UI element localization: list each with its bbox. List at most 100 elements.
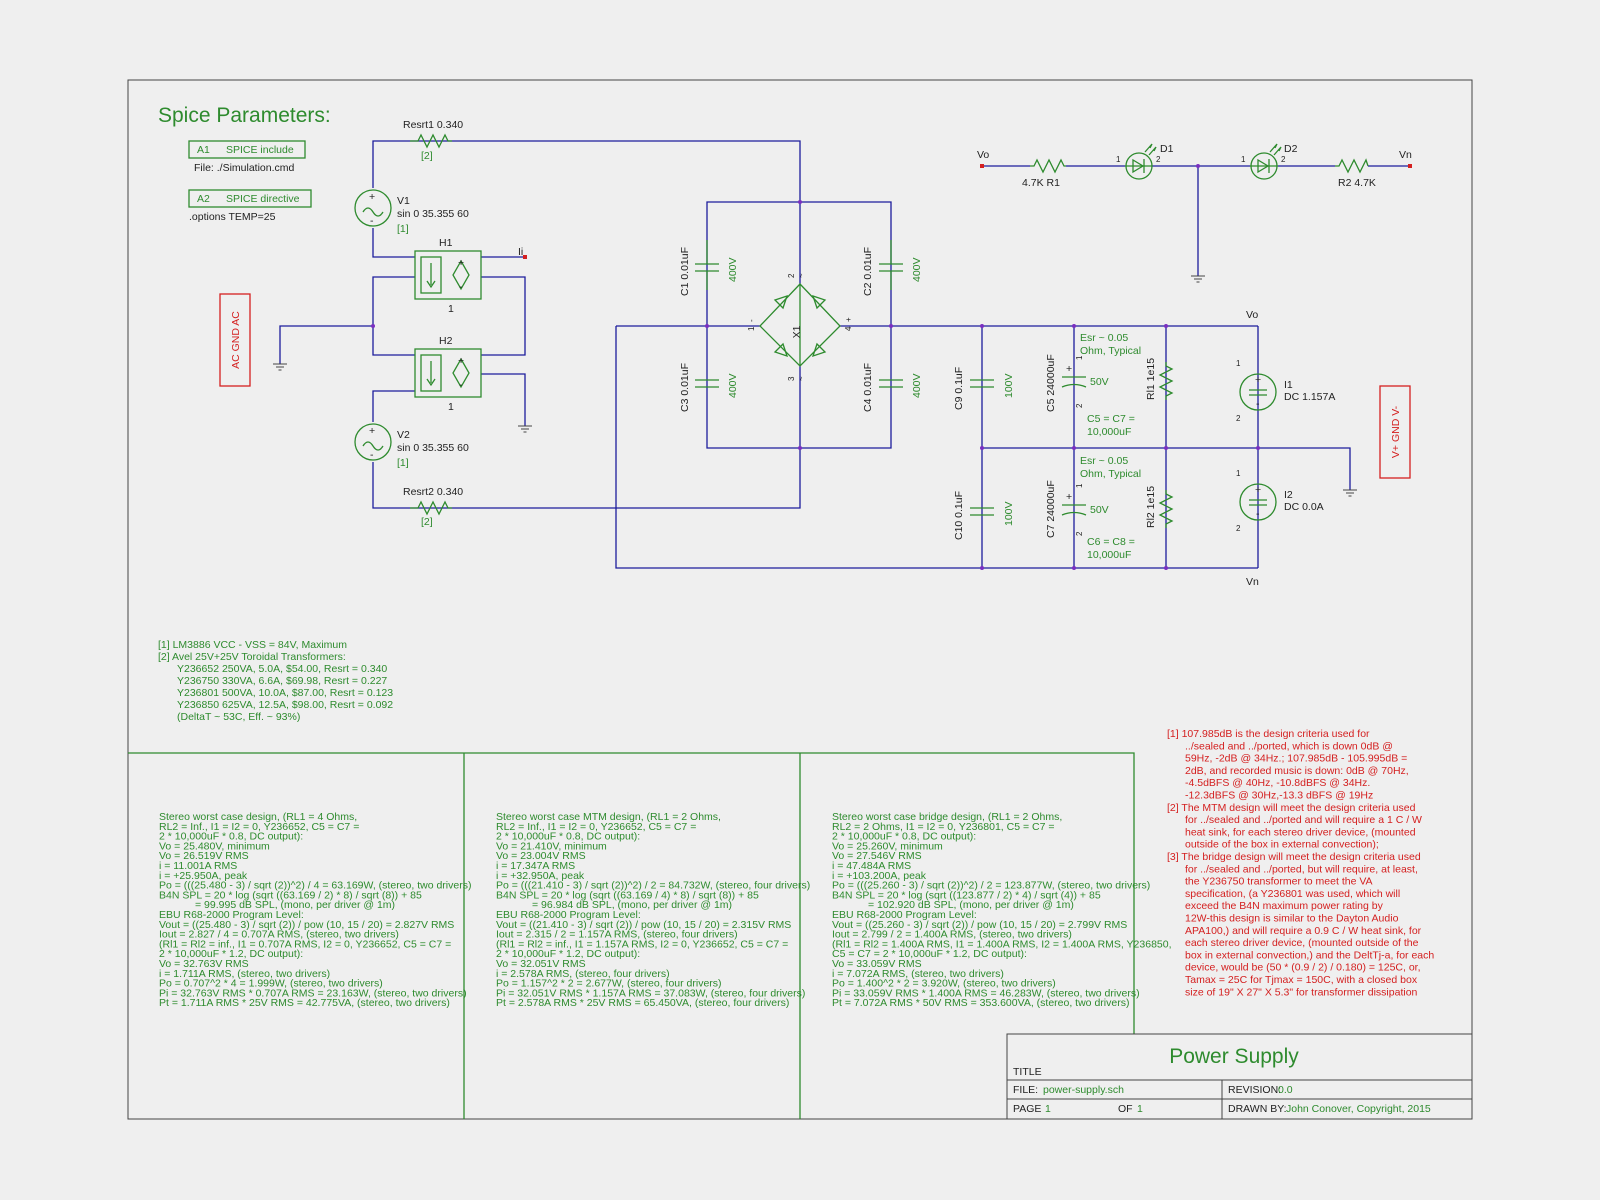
panel-stereo: Stereo worst case design, (RL1 = 4 Ohms,…	[159, 811, 471, 1009]
title-label: TITLE	[1013, 1066, 1042, 1078]
capacitor-c3: C3 0.01uF 400V	[679, 363, 739, 412]
resistor-rl1: Rl1 1e15	[1145, 358, 1174, 400]
resistor-resrt1: Resrt1 0.340 [2]	[403, 119, 463, 162]
ccvs-h2: + - H2 1	[414, 335, 482, 413]
text-line: Stereo worst case bridge design, (RL1 = …	[832, 811, 1062, 823]
text-line: i = 47.484A RMS	[832, 860, 911, 872]
panel-mtm: Stereo worst case MTM design, (RL1 = 2 O…	[496, 811, 810, 1009]
svg-text:DC 0.0A: DC 0.0A	[1284, 501, 1324, 513]
text-line: i = 1.711A RMS, (stereo, two drivers)	[159, 968, 330, 980]
svg-text:50V: 50V	[1090, 376, 1109, 388]
svg-text:Resrt1 0.340: Resrt1 0.340	[403, 119, 463, 131]
text-line: (Rl1 = Rl2 = 1.400A RMS, I1 = 1.400A RMS…	[832, 938, 1172, 950]
svg-text:Y236750 330VA, 6.6A, $69.98, R: Y236750 330VA, 6.6A, $69.98, Resrt = 0.2…	[177, 675, 387, 687]
text-line: APA100,) and will require a 0.9 C / W he…	[1185, 925, 1422, 937]
text-line: Vo = 32.763V RMS	[159, 958, 249, 970]
text-line: Vo = 32.051V RMS	[496, 958, 586, 970]
svg-text:+: +	[458, 257, 464, 269]
spice-heading: Spice Parameters:	[158, 104, 331, 127]
spice-a2-type: SPICE directive	[226, 193, 300, 205]
revision: 0.0	[1278, 1084, 1293, 1096]
svg-text:+: +	[1066, 491, 1072, 503]
spice-a1-file: File: ./Simulation.cmd	[194, 162, 295, 174]
svg-text:400V: 400V	[911, 373, 923, 398]
capacitor-c7: + C7 24000uF 50V 1 2 Esr ~ 0.05 Ohm, Typ…	[1045, 455, 1141, 561]
svg-text:-: -	[747, 319, 756, 322]
svg-text:C2 0.01uF: C2 0.01uF	[862, 247, 874, 296]
svg-text:1: 1	[1075, 355, 1084, 360]
svg-text:50V: 50V	[1090, 504, 1109, 516]
calc-panels	[128, 752, 1135, 1119]
svg-text:2: 2	[787, 273, 796, 278]
svg-text:OF: OF	[1118, 1103, 1133, 1115]
svg-text:+: +	[1255, 374, 1261, 386]
text-line: outside of the box in external convectio…	[1185, 839, 1379, 851]
svg-text:Ohm, Typical: Ohm, Typical	[1080, 468, 1141, 480]
text-line: 2 * 10,000uF * 1.2, DC output):	[496, 948, 640, 960]
text-line: 2 * 10,000uF * 0.8, DC output):	[832, 831, 976, 843]
text-line: Iout = 2.315 / 2 = 1.157A RMS, (stereo, …	[496, 929, 738, 941]
svg-text:2: 2	[1075, 403, 1084, 408]
svg-text:Rl1 1e15: Rl1 1e15	[1145, 358, 1157, 400]
text-line: RL2 = Inf., I1 = I2 = 0, Y236652, C5 = C…	[159, 821, 359, 833]
text-line: Po = 1.157^2 * 2 = 2.677W, (stereo, four…	[496, 978, 722, 990]
svg-text:-: -	[459, 379, 463, 391]
text-line: box in external convection,) and the Del…	[1185, 949, 1434, 961]
current-source-i2: + - 1 2 I2 DC 0.0A	[1236, 469, 1324, 533]
svg-text:(DeltaT ~ 53C, Eff. ~ 93%): (DeltaT ~ 53C, Eff. ~ 93%)	[177, 711, 300, 723]
svg-text:Vn: Vn	[1399, 149, 1412, 161]
spice-a2-text: .options TEMP=25	[189, 211, 276, 223]
svg-text:Rl2 1e15: Rl2 1e15	[1145, 486, 1157, 528]
svg-text:1: 1	[1236, 469, 1241, 478]
resistor-rl2: Rl2 1e15	[1145, 486, 1174, 528]
svg-text:Y236652 250VA, 5.0A, $54.00, R: Y236652 250VA, 5.0A, $54.00, Resrt = 0.3…	[177, 663, 387, 675]
svg-text:C3 0.01uF: C3 0.01uF	[679, 363, 691, 412]
text-line: Pi = 33.059V RMS * 1.400A RMS = 46.283W,…	[832, 987, 1140, 999]
text-line: Po = 1.400^2 * 2 = 3.920W, (stereo, two …	[832, 978, 1056, 990]
svg-text:400V: 400V	[727, 373, 739, 398]
text-line: 2dB, and recorded music is down: 0dB @ 7…	[1185, 765, 1409, 777]
text-line: Stereo worst case MTM design, (RL1 = 2 O…	[496, 811, 721, 823]
text-line: the Y236750 transformer to meet the VA	[1185, 876, 1373, 888]
text-line: for ../sealed and ../ported, but will re…	[1185, 863, 1418, 875]
current-source-i1: + - 1 2 I1 DC 1.157A	[1236, 359, 1335, 423]
text-line: EBU R68-2000 Program Level:	[496, 909, 641, 921]
svg-text:[2] Avel 25V+25V Toroidal Tran: [2] Avel 25V+25V Toroidal Transformers:	[158, 651, 346, 663]
text-line: B4N SPL = 20 * log (sqrt ((123.877 / 2) …	[832, 889, 1101, 901]
svg-text:2: 2	[1236, 524, 1241, 533]
drawing-title: Power Supply	[1169, 1045, 1299, 1068]
resistor-resrt2: Resrt2 0.340 [2]	[403, 486, 463, 528]
svg-text:C9 0.1uF: C9 0.1uF	[953, 367, 965, 410]
title-block: TITLE Power Supply FILE: power-supply.sc…	[1006, 1033, 1473, 1120]
text-line: Pt = 1.711A RMS * 25V RMS = 42.775VA, (s…	[159, 997, 450, 1009]
svg-text:Y236801 500VA, 10.0A, $87.00,: Y236801 500VA, 10.0A, $87.00, Resrt = 0.…	[177, 687, 393, 699]
text-line: B4N SPL = 20 * log (sqrt ((63.169 / 4) *…	[496, 889, 759, 901]
text-line: 2 * 10,000uF * 0.8, DC output):	[496, 831, 640, 843]
text-line: Vo = 26.519V RMS	[159, 850, 249, 862]
svg-text:10,000uF: 10,000uF	[1087, 426, 1131, 438]
text-line: Po = (((25.480 - 3) / sqrt (2))^2) / 4 =…	[159, 880, 471, 892]
text-line: EBU R68-2000 Program Level:	[832, 909, 977, 921]
svg-text:4: 4	[844, 326, 853, 331]
svg-text:Vo: Vo	[977, 149, 989, 161]
svg-text:+: +	[369, 425, 375, 437]
text-line: ../sealed and ../ported, which is down 0…	[1185, 740, 1393, 752]
text-line: B4N SPL = 20 * log (sqrt ((63.169 / 2) *…	[159, 889, 422, 901]
text-line: i = +32.950A, peak	[496, 870, 585, 882]
svg-text:V+ GND V-: V+ GND V-	[1390, 405, 1402, 458]
text-line: specification, (a Y236801 was used, whic…	[1185, 888, 1400, 900]
text-line: Vo = 25.260V, minimum	[832, 840, 943, 852]
text-line: i = 17.347A RMS	[496, 860, 575, 872]
text-line: device, would be (50 * (0.9 / 2) / 0.180…	[1185, 962, 1421, 974]
svg-text:[1]: [1]	[397, 223, 409, 235]
capacitor-c5: + C5 24000uF 50V 1 2 Esr ~ 0.05 Ohm, Typ…	[1045, 332, 1141, 438]
text-line: (Rl1 = Rl2 = inf., I1 = 0.707A RMS, I2 =…	[159, 938, 451, 950]
svg-text:D2: D2	[1284, 143, 1298, 155]
svg-text:10,000uF: 10,000uF	[1087, 549, 1131, 561]
drawn-by: John Conover, Copyright, 2015	[1286, 1103, 1431, 1115]
text-line: i = 11.001A RMS	[159, 860, 237, 872]
svg-text:[2]: [2]	[421, 150, 433, 162]
text-line: (Rl1 = Rl2 = inf., I1 = 1.157A RMS, I2 =…	[496, 938, 788, 950]
svg-text:1: 1	[747, 326, 756, 331]
